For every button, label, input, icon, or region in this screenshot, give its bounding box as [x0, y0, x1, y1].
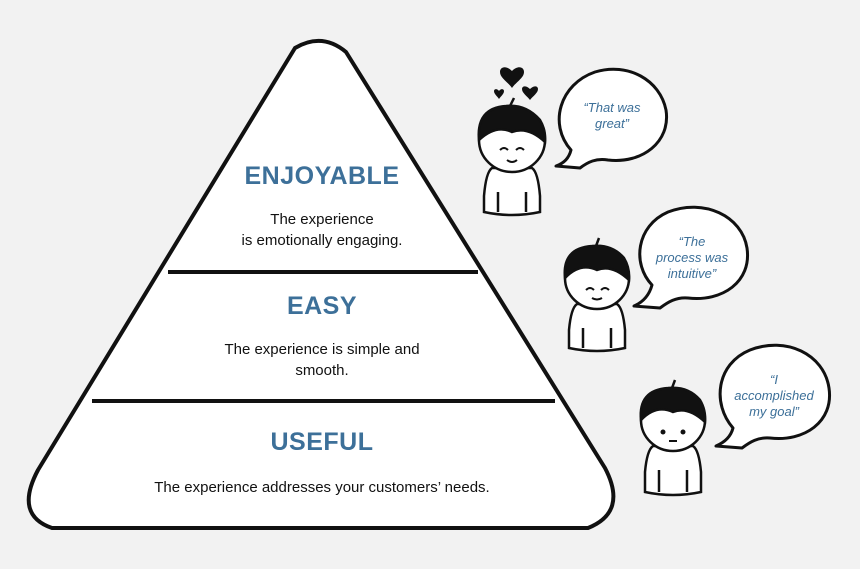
quote-line: my goal” [749, 404, 799, 419]
pyramid-outline [26, 39, 616, 530]
tier-title-easy: EASY [286, 292, 358, 320]
quote-line: “The [678, 234, 706, 249]
tier-desc-enjoyable: The experience is emotionally engaging. [222, 209, 422, 251]
quote-line: “I [770, 372, 778, 387]
speech-bubble-1 [554, 67, 669, 170]
tier-desc-line: The experience addresses your customers’… [154, 479, 490, 496]
tier-desc-easy: The experience is simple and smooth. [172, 339, 472, 381]
happy-character-icon [477, 97, 547, 217]
quote-line: accomplished [734, 388, 814, 403]
speech-bubble-3 [714, 343, 832, 450]
quote-that-was-great: “That was great” [562, 100, 662, 132]
quote-line: “That was [583, 100, 641, 115]
tier-desc-line: The experience is simple and [224, 341, 420, 358]
quote-line: process was [655, 250, 729, 265]
quote-line: intuitive” [667, 266, 717, 281]
speech-bubble-2 [632, 205, 750, 310]
tier-desc-line: smooth. [295, 362, 349, 379]
quote-process-intuitive: “The process was intuitive” [642, 234, 742, 282]
tier-title-enjoyable: ENJOYABLE [244, 162, 400, 190]
quote-line: great” [595, 116, 629, 131]
content-character-icon [563, 237, 631, 353]
tier-desc-useful: The experience addresses your customers’… [112, 477, 532, 498]
tier-desc-line: is emotionally engaging. [241, 232, 403, 249]
quote-accomplished-goal: “I accomplished my goal” [722, 372, 826, 420]
hearts-icon [494, 67, 538, 100]
tier-title-useful: USEFUL [270, 428, 374, 456]
tier-desc-line: The experience [270, 211, 374, 228]
neutral-character-icon [639, 379, 707, 497]
